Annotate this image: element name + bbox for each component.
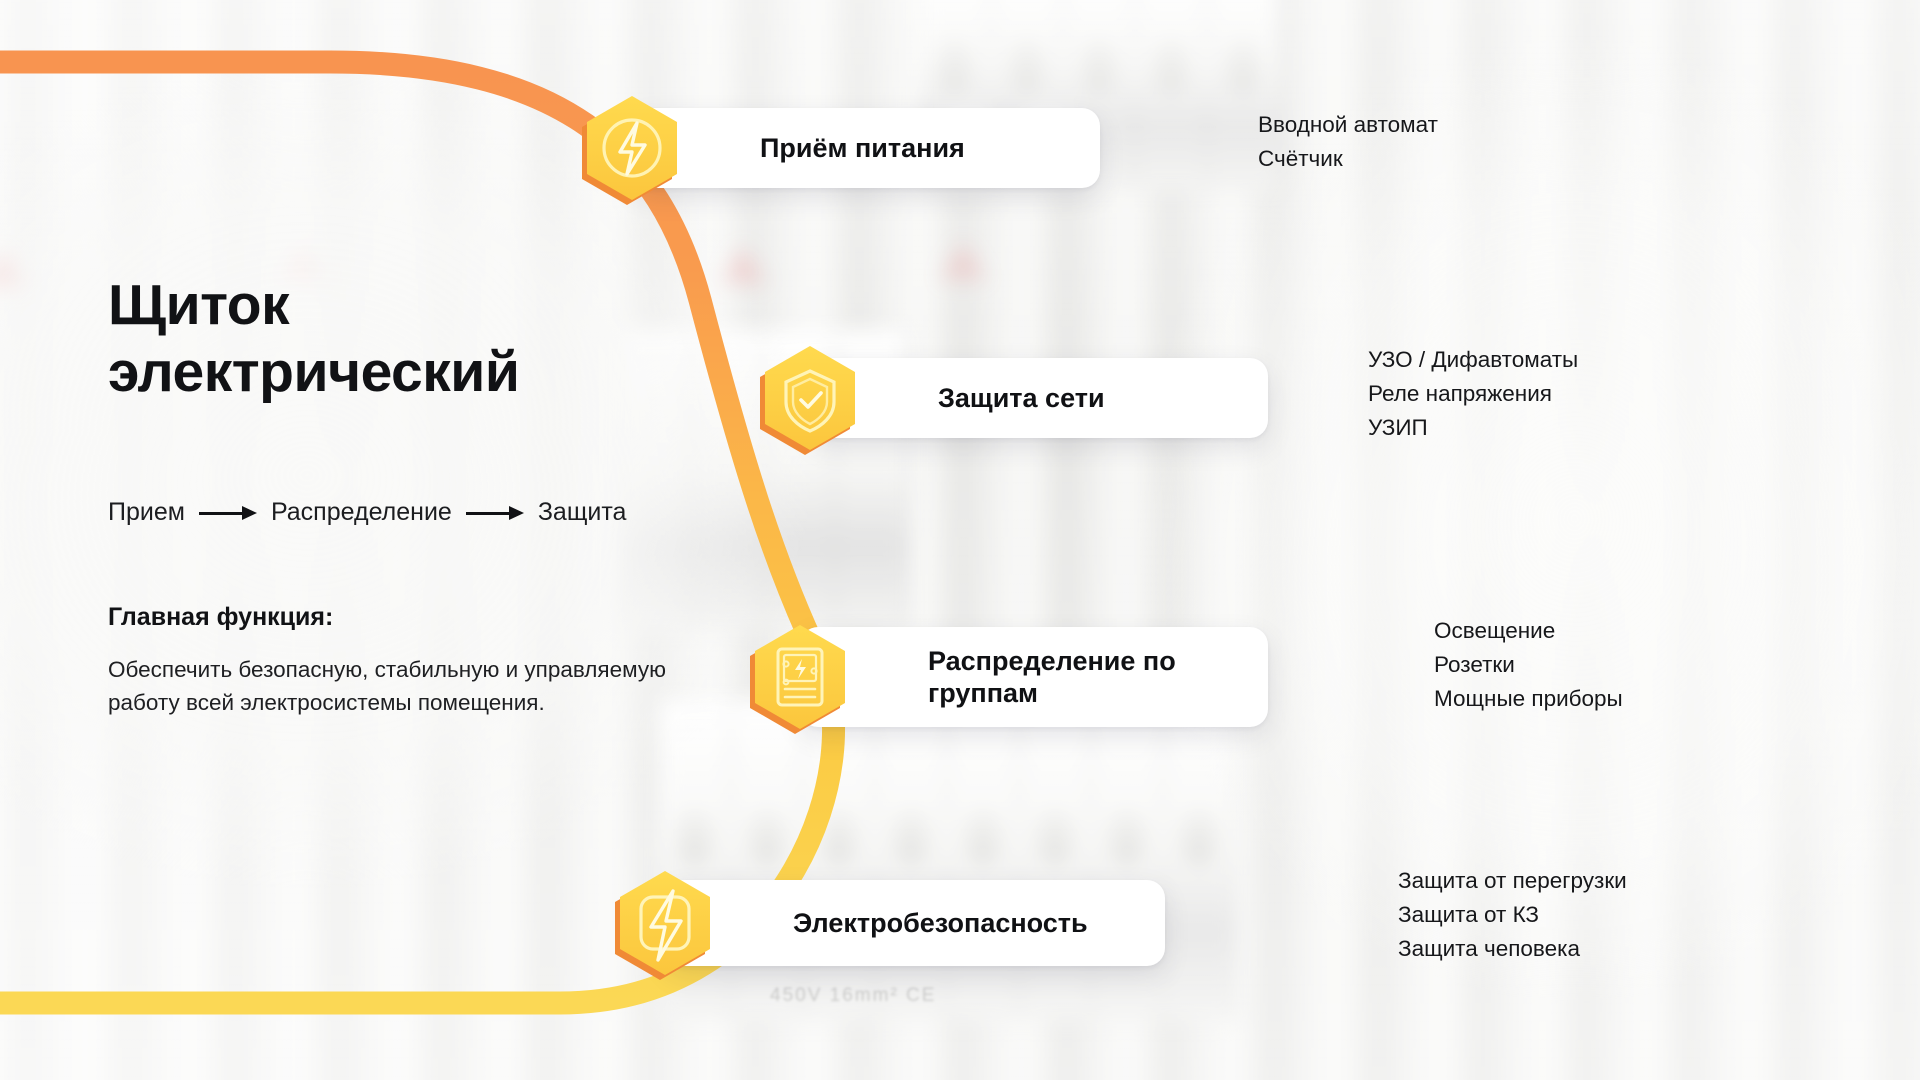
- step-label-3: Распределение по группам: [928, 645, 1176, 708]
- step-card-3[interactable]: Распределение по группам: [750, 625, 1268, 734]
- arrow-right-icon: [198, 505, 257, 521]
- arrow-right-icon: [465, 505, 524, 521]
- step-label-4: Электробезопасность: [793, 907, 1088, 938]
- detail-item: Защита чеповека: [1398, 936, 1580, 962]
- detail-item: Розетки: [1434, 652, 1515, 678]
- detail-list-1: Вводной автомат Счётчик: [1258, 108, 1438, 176]
- flow-step-1: Прием: [108, 498, 185, 527]
- detail-item: Защита от КЗ: [1398, 902, 1540, 928]
- main-function-heading: Главная функция:: [108, 603, 334, 632]
- detail-list-3: Освещение Розетки Мощные приборы: [1434, 614, 1623, 717]
- detail-item: Защита от перегрузки: [1398, 868, 1627, 893]
- detail-item: Мощные приборы: [1434, 686, 1623, 712]
- detail-list-2: УЗО / Дифавтоматы Реле напряжения УЗИП: [1368, 343, 1578, 446]
- step-label-2: Защита сети: [938, 382, 1105, 413]
- left-column: Щиток электрический Прием Распределение …: [108, 272, 708, 720]
- title-line-1: Щиток: [108, 273, 290, 337]
- step-card-1[interactable]: Приём питания: [582, 96, 1100, 205]
- detail-item: Реле напряжения: [1368, 381, 1552, 407]
- flow-step-3: Защита: [537, 498, 627, 527]
- detail-item: Освещение: [1434, 618, 1556, 643]
- detail-item: Вводной автомат: [1258, 112, 1438, 137]
- flow-step-2: Распределение: [270, 498, 452, 527]
- shield-check-icon: [758, 340, 862, 456]
- step-card-2[interactable]: Защита сети: [760, 346, 1268, 455]
- panel-board-icon: [748, 619, 852, 735]
- detail-item: УЗО / Дифавтоматы: [1368, 347, 1579, 372]
- bolt-in-circle-icon: [580, 90, 684, 206]
- main-function-body: Обеспечить безопасную, стабильную и упра…: [108, 657, 666, 716]
- title-line-2: электрический: [108, 339, 520, 404]
- process-flow-text: Прием Распределение Защита: [108, 498, 708, 527]
- step-label-1: Приём питания: [760, 132, 965, 163]
- detail-list-4: Защита от перегрузки Защита от КЗ Защита…: [1398, 864, 1627, 967]
- step-card-4[interactable]: Электробезопасность: [615, 871, 1165, 980]
- detail-item: УЗИП: [1368, 415, 1428, 441]
- detail-item: Счётчик: [1258, 146, 1343, 172]
- page-title: Щиток электрический: [108, 272, 708, 405]
- bolt-in-square-icon: [613, 865, 717, 981]
